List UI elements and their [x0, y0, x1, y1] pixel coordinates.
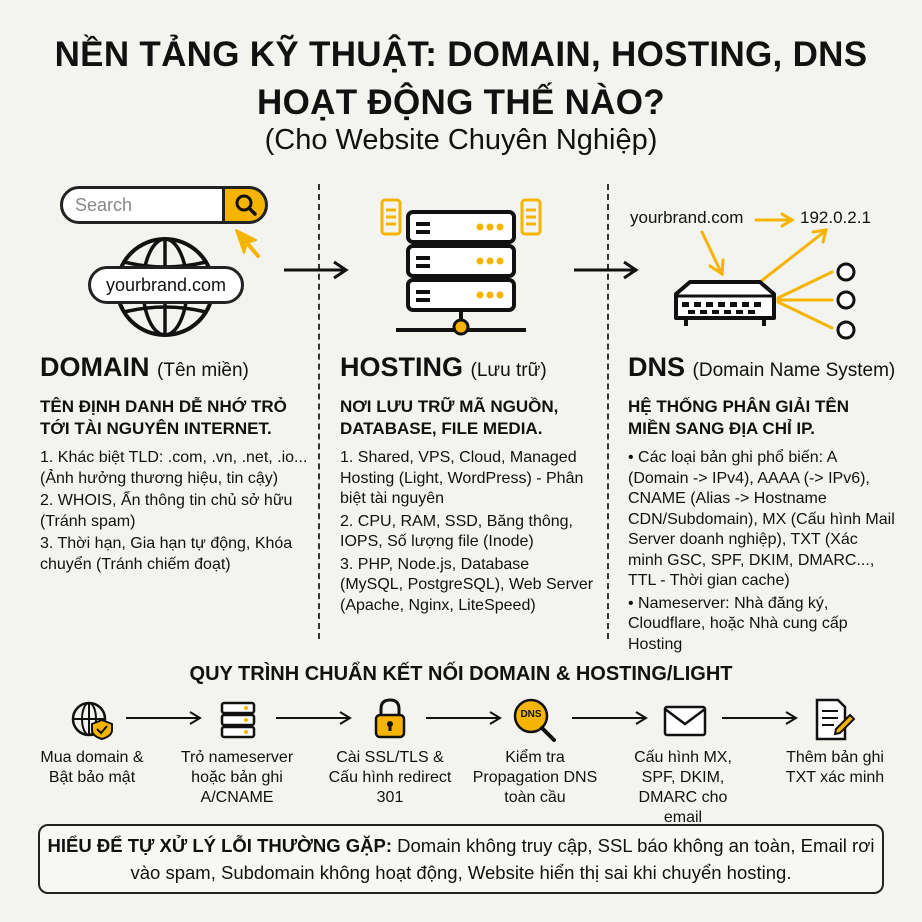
lock-icon	[374, 698, 406, 739]
dns-list: • Các loại bản ghi phổ biến: A (Domain -…	[628, 448, 896, 657]
footer-note: HIỂU ĐỂ TỰ XỬ LÝ LỖI THƯỜNG GẶP: Domain …	[38, 824, 884, 894]
domain-lead: TÊN ĐỊNH DANH DỄ NHỚ TRỎ TỚI TÀI NGUYÊN …	[40, 397, 287, 438]
server-icon	[220, 701, 256, 739]
process-step: Thêm bản ghi TXT xác minh	[785, 749, 885, 786]
search-icon	[235, 194, 257, 216]
dns-heading: DNS (Domain Name System)	[628, 352, 895, 383]
dns-heading-title: DNS	[628, 352, 686, 382]
domain-heading-sub: (Tên miền)	[157, 360, 249, 381]
arrow-right-icon	[574, 260, 639, 280]
mail-icon	[663, 705, 707, 737]
process-step: Cài SSL/TLS & Cấu hình redirect 301	[328, 749, 452, 806]
arrow-right-icon	[722, 711, 798, 725]
process-step: Trỏ nameserver hoặc bản ghi A/CNAME	[180, 749, 294, 806]
dns-diagram-domain: yourbrand.com	[630, 208, 744, 227]
arrow-right-icon	[426, 711, 502, 725]
search-button[interactable]	[222, 186, 268, 224]
hosting-heading: HOSTING (Lưu trữ)	[340, 352, 547, 383]
domain-list: 1. Khác biệt TLD: .com, .vn, .net, .io..…	[40, 448, 310, 577]
domain-label: yourbrand.com	[88, 266, 244, 304]
hosting-list: 1. Shared, VPS, Cloud, Managed Hosting (…	[340, 448, 595, 618]
list-item: • Nameserver: Nhà đăng ký, Cloudflare, h…	[628, 594, 848, 653]
arrow-right-icon	[572, 711, 648, 725]
document-edit-icon	[815, 698, 856, 741]
server-stack-icon	[380, 198, 542, 336]
dns-icon-label: DNS	[520, 709, 542, 720]
column-divider	[318, 184, 320, 639]
subtitle: (Cho Website Chuyên Nghiệp)	[264, 124, 658, 156]
list-item: 2. WHOIS, Ẩn thông tin chủ sở hữu (Tránh…	[40, 492, 293, 530]
dns-lead: HỆ THỐNG PHÂN GIẢI TÊN MIỀN SANG ĐỊA CHỈ…	[628, 397, 850, 438]
list-item: 1. Khác biệt TLD: .com, .vn, .net, .io..…	[40, 449, 308, 487]
arrow-right-icon	[284, 260, 349, 280]
list-item: 3. Thời hạn, Gia hạn tự động, Khóa chuyể…	[40, 535, 293, 573]
dns-heading-sub: (Domain Name System)	[692, 360, 896, 381]
hosting-heading-title: HOSTING	[340, 352, 464, 382]
cursor-icon	[235, 229, 260, 258]
column-divider	[607, 184, 609, 639]
arrow-right-icon	[126, 711, 202, 725]
dns-diagram-ip: 192.0.2.1	[800, 208, 871, 227]
domain-heading-title: DOMAIN	[40, 352, 150, 382]
process-title: QUY TRÌNH CHUẨN KẾT NỐI DOMAIN & HOSTING…	[189, 663, 733, 685]
dns-router-diagram	[674, 212, 856, 340]
list-item: 1. Shared, VPS, Cloud, Managed Hosting (…	[340, 449, 584, 507]
domain-heading: DOMAIN (Tên miền)	[40, 352, 249, 383]
globe-shield-icon	[71, 701, 113, 740]
hosting-heading-sub: (Lưu trữ)	[470, 360, 547, 381]
list-item: 2. CPU, RAM, SSD, Băng thông, IOPS, Số l…	[340, 512, 573, 551]
list-item: 3. PHP, Node.js, Database (MySQL, Postgr…	[340, 555, 594, 614]
arrow-right-icon	[276, 711, 352, 725]
process-step: Kiểm tra Propagation DNS toàn cầu	[472, 749, 598, 806]
process-step: Mua domain & Bật bảo mật	[40, 749, 144, 786]
footer-text: Domain không truy cập, SSL báo không an …	[130, 835, 875, 883]
process-step: Cấu hình MX, SPF, DKIM, DMARC cho email	[634, 749, 732, 826]
title-line-1: NỀN TẢNG KỸ THUẬT: DOMAIN, HOSTING, DNS	[54, 35, 868, 74]
dns-search-icon	[513, 698, 556, 742]
search-placeholder: Search	[75, 195, 133, 215]
footer-bold: HIỂU ĐỂ TỰ XỬ LÝ LỖI THƯỜNG GẶP:	[47, 835, 393, 856]
list-item: • Các loại bản ghi phổ biến: A (Domain -…	[628, 449, 895, 589]
hosting-lead: NƠI LƯU TRỮ MÃ NGUỒN, DATABASE, FILE MED…	[340, 397, 559, 438]
title-line-2: HOẠT ĐỘNG THẾ NÀO?	[257, 83, 665, 122]
